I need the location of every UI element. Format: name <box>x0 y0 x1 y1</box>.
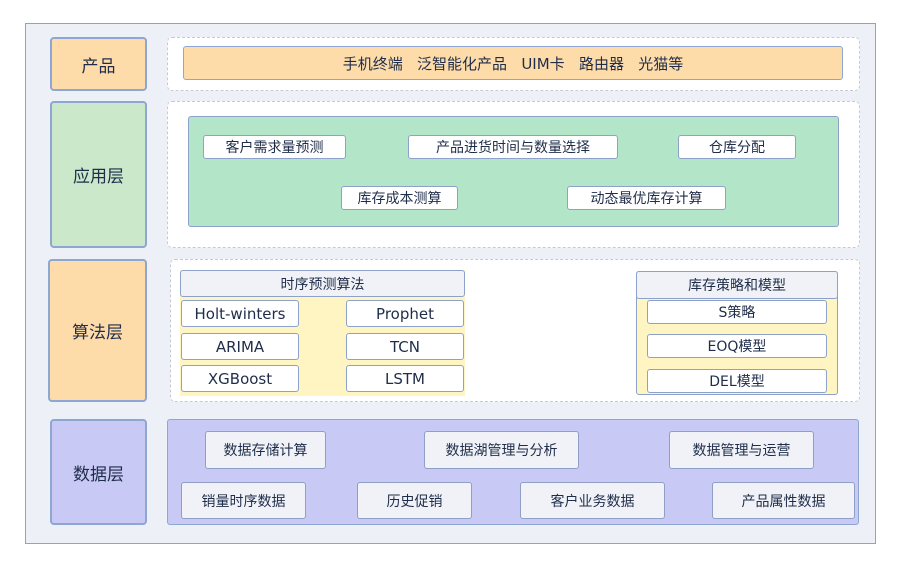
app-item-purchase-timing: 产品进货时间与数量选择 <box>408 135 618 159</box>
layer-application: 应用层 <box>50 101 147 248</box>
data-customer-business: 客户业务数据 <box>520 482 665 519</box>
app-item-warehouse-allocation: 仓库分配 <box>678 135 796 159</box>
algo-prophet: Prophet <box>346 300 464 327</box>
app-item-dynamic-inventory: 动态最优库存计算 <box>567 186 726 210</box>
app-item-demand-forecast: 客户需求量预测 <box>203 135 346 159</box>
inventory-model-title: 库存策略和模型 <box>636 271 838 299</box>
data-lake-management: 数据湖管理与分析 <box>424 431 579 469</box>
model-del: DEL模型 <box>647 369 827 393</box>
data-promotion-history: 历史促销 <box>357 482 472 519</box>
app-item-inventory-cost: 库存成本测算 <box>341 186 458 210</box>
data-sales-time-series: 销量时序数据 <box>181 482 306 519</box>
algo-xgboost: XGBoost <box>181 365 299 392</box>
model-s-strategy: S策略 <box>647 300 827 324</box>
data-product-attributes: 产品属性数据 <box>712 482 855 519</box>
data-storage-compute: 数据存储计算 <box>205 431 326 469</box>
layer-algorithm: 算法层 <box>48 259 147 402</box>
algo-tcn: TCN <box>346 333 464 360</box>
application-panel <box>188 116 839 227</box>
algo-lstm: LSTM <box>346 365 464 392</box>
product-list: 手机终端 泛智能化产品 UIM卡 路由器 光猫等 <box>183 46 843 80</box>
algo-arima: ARIMA <box>181 333 299 360</box>
model-eoq: EOQ模型 <box>647 334 827 358</box>
time-series-title: 时序预测算法 <box>180 270 465 297</box>
algo-holt-winters: Holt-winters <box>181 300 299 327</box>
data-management-ops: 数据管理与运营 <box>669 431 814 469</box>
layer-data: 数据层 <box>50 419 147 525</box>
layer-product: 产品 <box>50 37 147 91</box>
